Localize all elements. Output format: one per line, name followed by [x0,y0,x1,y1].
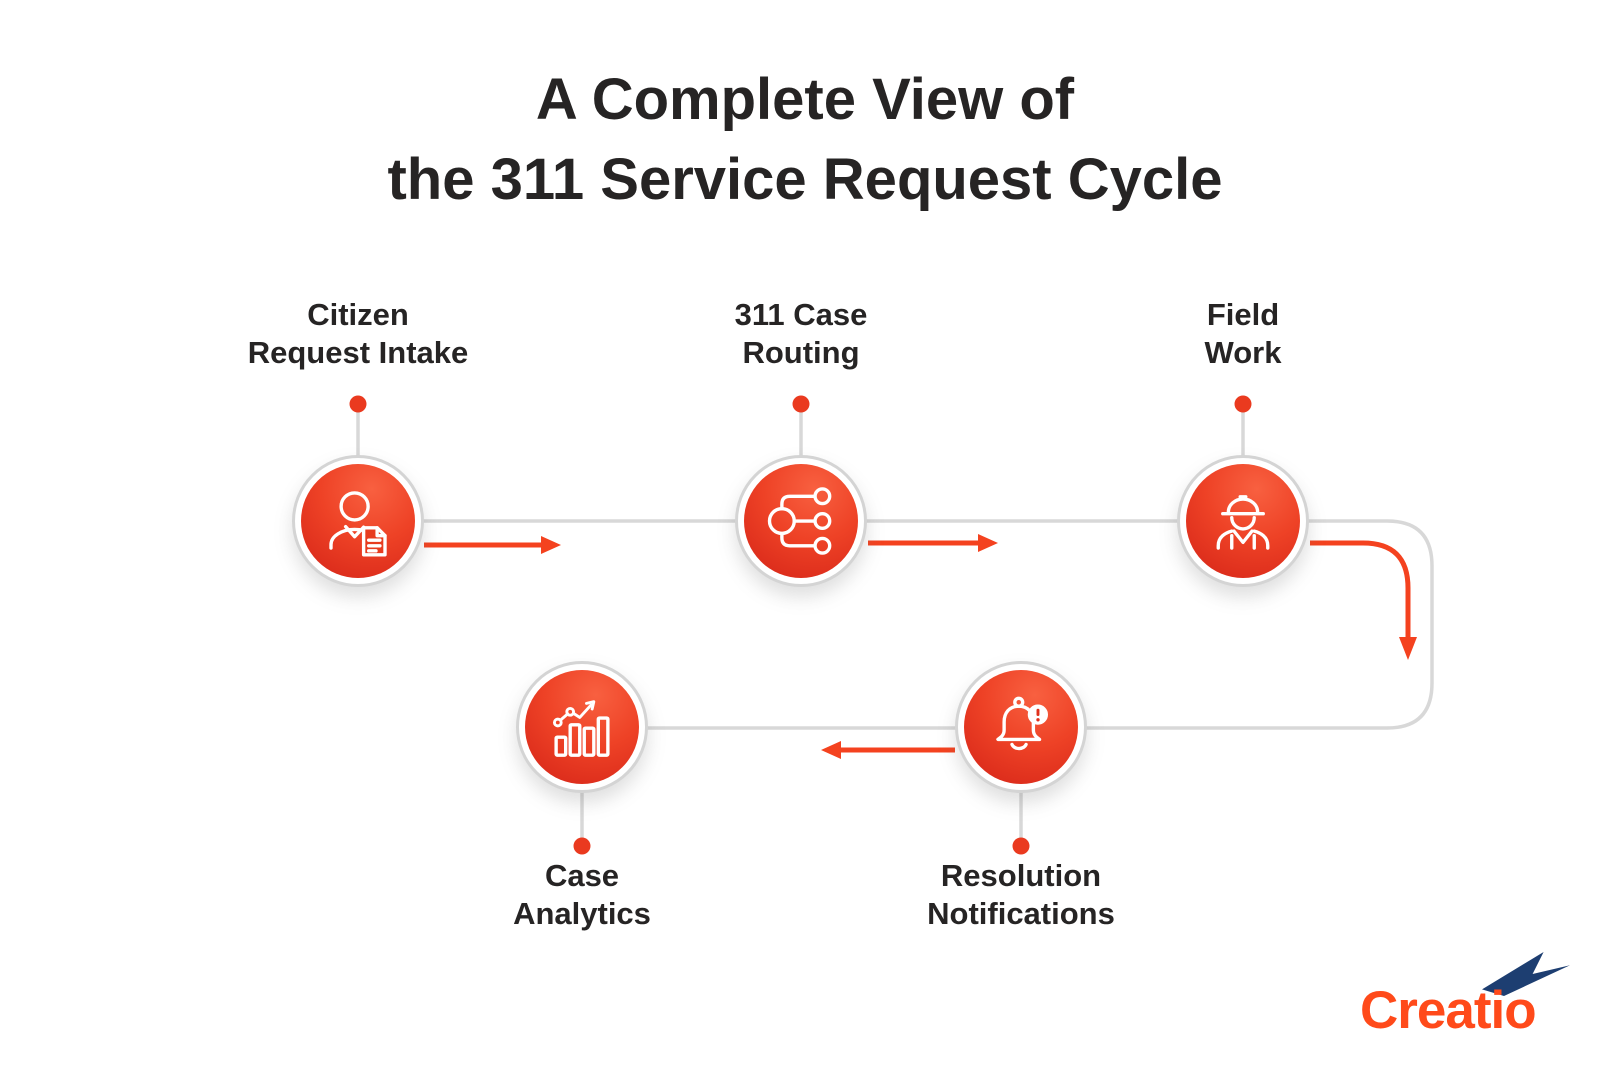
creatio-logo-text: Creatio [1360,981,1537,1040]
creatio-logo-swoosh-icon [1482,952,1570,996]
label-line: Field [1206,297,1280,332]
arrow-field-down [1310,540,1411,637]
dot-routing [792,395,810,413]
page-title-line1: A Complete View of [535,67,1075,132]
arrowhead-right-2 [978,534,998,552]
label-line: Routing [742,335,860,370]
label-line: Request Intake [247,335,469,370]
node-resolution-notifications [955,661,1087,793]
arrowhead-down [1399,637,1417,660]
node-case-routing [735,455,867,587]
label-line: Case [544,858,620,893]
label-field-work: Field Work [1083,296,1403,372]
label-citizen-request-intake: Citizen Request Intake [198,296,518,372]
node-case-analytics [516,661,648,793]
creatio-logo: Creatio [1352,946,1582,1046]
dot-analytics [573,837,591,855]
bell-alert-icon [996,696,1048,751]
node-circle-background [525,670,639,784]
dot-field-work [1234,395,1252,413]
worker-icon [1216,495,1270,550]
label-case-analytics: Case Analytics [422,857,742,933]
label-line: Analytics [513,896,651,931]
person-document-icon [329,491,387,557]
dot-citizen [349,395,367,413]
node-circle-background [964,670,1078,784]
label-line: Citizen [307,297,409,332]
node-circle-background [744,464,858,578]
node-field-work [1177,455,1309,587]
flow-arrows [424,540,1411,753]
label-case-routing: 311 Case Routing [641,296,961,372]
arrowhead-right-1 [541,536,561,554]
label-resolution-notifications: Resolution Notifications [861,857,1181,933]
routing-icon [767,487,832,555]
bar-chart-icon [552,700,610,757]
dot-notifications [1012,837,1030,855]
node-circle-background [1186,464,1300,578]
connector-wrap-around [582,519,1434,730]
node-circle-background [301,464,415,578]
page-title: A Complete View of the 311 Service Reque… [0,60,1610,220]
label-line: Work [1204,335,1282,370]
marker-dots [349,395,1252,855]
arrow-heads [541,534,1417,759]
page-title-line2: the 311 Service Request Cycle [387,147,1223,212]
arrowhead-left [821,741,841,759]
label-line: Notifications [927,896,1115,931]
label-line: Resolution [940,858,1102,893]
label-line: 311 Case [734,297,868,332]
node-citizen-request-intake [292,455,424,587]
